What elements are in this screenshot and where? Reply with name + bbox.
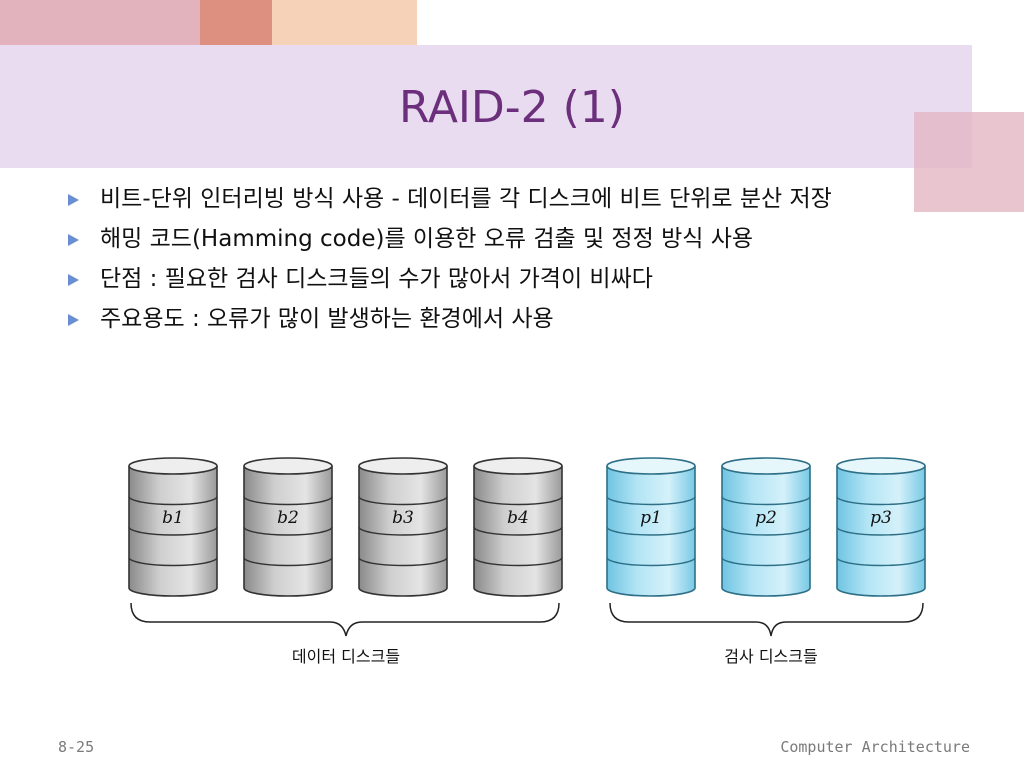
disk-body (836, 466, 926, 597)
data-disk-label: b4 (507, 508, 529, 528)
disk-band-line (721, 557, 811, 567)
check-disk: p3 (836, 457, 926, 597)
disk-band-line (606, 557, 696, 567)
triangle-bullet-icon (68, 234, 79, 246)
data-disk-label: b2 (277, 508, 299, 528)
data-disks-brace (130, 602, 560, 637)
disk-band-line (128, 496, 218, 506)
disk-band-line (243, 496, 333, 506)
bullet-item: 비트-단위 인터리빙 방식 사용 - 데이터를 각 디스크에 비트 단위로 분산… (66, 184, 966, 215)
disk-band-line (836, 557, 926, 567)
page-number: 8-25 (58, 738, 95, 756)
disk-band-line (473, 496, 563, 506)
raid2-diagram: b1 b2 b3 b4 p1 p2 p3 데이터 디스크들 검사 디스크들 (0, 440, 1024, 680)
triangle-bullet-icon (68, 194, 79, 206)
title-band (0, 45, 972, 168)
footer-course-name: Computer Architecture (780, 738, 970, 756)
disk-top (358, 457, 448, 475)
bullet-text: 단점 : 필요한 검사 디스크들의 수가 많아서 가격이 비싸다 (100, 266, 653, 292)
disk-top (721, 457, 811, 475)
disk-body (606, 466, 696, 597)
check-disks-brace (609, 602, 924, 637)
disk-band-line (128, 557, 218, 567)
check-disks-label: 검사 디스크들 (724, 647, 817, 666)
disk-band-line (243, 557, 333, 567)
raid2-diagram-svg: b1 b2 b3 b4 p1 p2 p3 데이터 디스크들 검사 디스크들 (128, 457, 926, 666)
check-disk-label: p1 (640, 508, 662, 528)
disk-band-line (721, 496, 811, 506)
disk-band-line (721, 526, 811, 536)
bullet-text: 비트-단위 인터리빙 방식 사용 - 데이터를 각 디스크에 비트 단위로 분산… (100, 186, 832, 212)
data-disk-label: b1 (162, 508, 184, 528)
triangle-bullet-icon (68, 314, 79, 326)
disk-band-line (606, 526, 696, 536)
data-disk: b4 (473, 457, 563, 597)
disk-band-line (243, 526, 333, 536)
disk-band-line (128, 526, 218, 536)
check-disk-label: p3 (870, 508, 892, 528)
slide-title: RAID-2 (1) (399, 82, 625, 133)
data-disk: b1 (128, 457, 218, 597)
disk-body (721, 466, 811, 597)
bullet-text: 주요용도 : 오류가 많이 발생하는 환경에서 사용 (100, 306, 554, 332)
disk-body (358, 466, 448, 597)
disk-top (473, 457, 563, 475)
disk-band-line (358, 496, 448, 506)
check-disk: p2 (721, 457, 811, 597)
disk-band-line (836, 526, 926, 536)
bullet-list: 비트-단위 인터리빙 방식 사용 - 데이터를 각 디스크에 비트 단위로 분산… (66, 184, 966, 344)
data-disk: b2 (243, 457, 333, 597)
disk-band-line (473, 526, 563, 536)
bullet-item: 해밍 코드(Hamming code)를 이용한 오류 검출 및 정정 방식 사… (66, 224, 966, 255)
disk-top (836, 457, 926, 475)
bullet-text: 해밍 코드(Hamming code)를 이용한 오류 검출 및 정정 방식 사… (100, 226, 754, 252)
disk-top (243, 457, 333, 475)
disk-band-line (473, 557, 563, 567)
disk-band-line (606, 496, 696, 506)
data-disk: b3 (358, 457, 448, 597)
disk-body (473, 466, 563, 597)
disk-band-line (358, 557, 448, 567)
data-disk-label: b3 (392, 508, 414, 528)
disk-top (128, 457, 218, 475)
check-disk: p1 (606, 457, 696, 597)
check-disk-label: p2 (755, 508, 777, 528)
disk-band-line (358, 526, 448, 536)
bullet-item: 단점 : 필요한 검사 디스크들의 수가 많아서 가격이 비싸다 (66, 264, 966, 295)
bullet-item: 주요용도 : 오류가 많이 발생하는 환경에서 사용 (66, 304, 966, 335)
disk-top (606, 457, 696, 475)
corner-decoration (914, 112, 1024, 212)
data-disks-label: 데이터 디스크들 (292, 647, 400, 666)
disk-band-line (836, 496, 926, 506)
triangle-bullet-icon (68, 274, 79, 286)
disk-body (128, 466, 218, 597)
disk-body (243, 466, 333, 597)
